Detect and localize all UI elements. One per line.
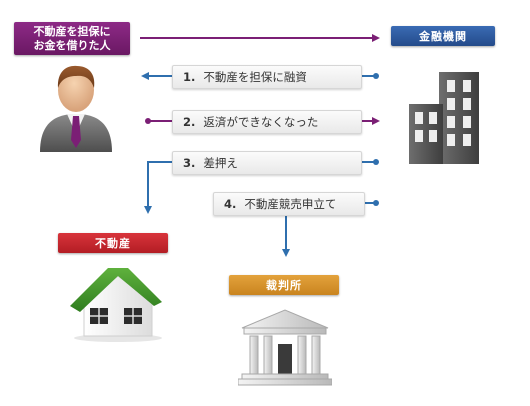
courthouse-icon: [238, 309, 332, 386]
step-3-number: 3.: [183, 156, 196, 170]
borrower-label-line2: お金を借りた人: [33, 38, 111, 52]
step-4-number: 4.: [224, 197, 237, 211]
real-estate-label: 不動産: [58, 233, 168, 253]
person-icon: [40, 65, 112, 152]
step-2-text: 返済ができなくなった: [203, 115, 319, 129]
step-3-box: 3. 差押え: [172, 151, 362, 175]
borrower-label-line1: 不動産を担保に: [33, 24, 111, 38]
step-2-box: 2. 返済ができなくなった: [172, 110, 362, 134]
step-1-box: 1. 不動産を担保に融資: [172, 65, 362, 89]
step-1-number: 1.: [183, 70, 196, 84]
step-1-text: 不動産を担保に融資: [203, 70, 307, 84]
step-4-box: 4. 不動産競売申立て: [213, 192, 365, 216]
step-4-text: 不動産競売申立て: [244, 197, 337, 211]
court-label: 裁判所: [229, 275, 339, 295]
house-icon: [70, 268, 162, 342]
step-2-number: 2.: [183, 115, 196, 129]
step-3-text: 差押え: [203, 156, 238, 170]
bank-label: 金融機関: [391, 26, 495, 46]
borrower-label: 不動産を担保に お金を借りた人: [14, 22, 130, 55]
building-icon: [409, 72, 479, 164]
